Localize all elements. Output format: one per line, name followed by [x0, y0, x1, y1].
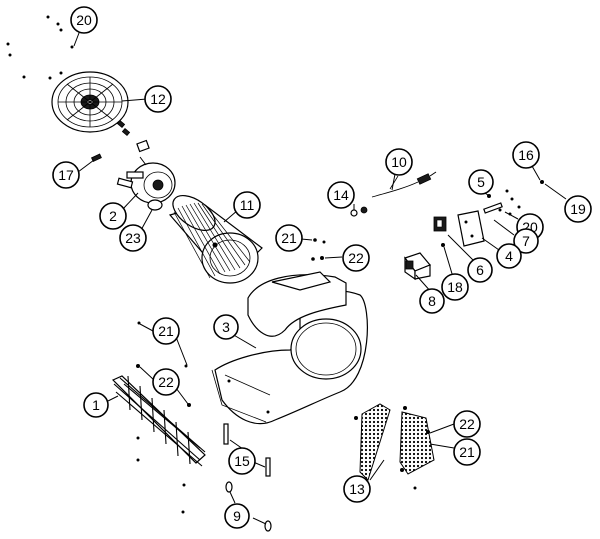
callout-1: 1	[83, 392, 109, 418]
callout-11: 11	[233, 191, 261, 219]
screw-17-part	[90, 153, 102, 163]
callout-label: 6	[476, 262, 484, 278]
screws-21-22-top	[311, 238, 326, 261]
callout-label: 20	[76, 12, 92, 28]
callout-label: 16	[518, 147, 534, 163]
callout-label: 11	[240, 197, 255, 213]
callout-21-left: 21	[152, 317, 180, 345]
callout-15: 15	[228, 447, 256, 475]
callout-label: 7	[522, 233, 530, 249]
callout-label: 2	[109, 208, 117, 224]
callout-2: 2	[99, 202, 127, 230]
callout-18: 18	[441, 273, 469, 301]
callout-label: 12	[150, 91, 166, 107]
callout-label: 21	[459, 444, 475, 460]
callout-7: 7	[513, 228, 539, 254]
blower-wheel-part	[168, 194, 263, 284]
callout-20-top: 20	[70, 6, 98, 34]
blower-housing-part	[211, 271, 368, 425]
callout-22-top: 22	[342, 244, 370, 272]
screws-21-22-left	[136, 321, 191, 514]
capacitor-part	[404, 252, 431, 281]
callout-label: 13	[349, 481, 365, 497]
callout-23: 23	[119, 224, 147, 252]
callout-label: 22	[158, 374, 174, 390]
callout-label: 1	[92, 397, 100, 413]
callout-16: 16	[512, 141, 540, 169]
callout-label: 10	[391, 154, 407, 170]
callout-label: 8	[428, 293, 436, 309]
callout-6: 6	[467, 257, 493, 283]
callout-3: 3	[213, 314, 239, 340]
callout-21-top: 21	[275, 224, 303, 252]
blower-blades	[173, 202, 251, 279]
callout-label: 5	[477, 174, 485, 190]
callout-label: 3	[222, 319, 230, 335]
callout-label: 22	[459, 416, 475, 432]
callout-10: 10	[385, 148, 413, 176]
loose-screws-top-left	[6, 15, 74, 80]
callout-22-right: 22	[453, 410, 481, 438]
power-cord-part	[371, 171, 437, 198]
callout-label: 14	[333, 187, 349, 203]
feet-9-part	[225, 481, 272, 532]
switch-plate-part	[457, 210, 485, 247]
callout-label: 15	[234, 453, 250, 469]
motor-part	[116, 139, 176, 211]
callout-8: 8	[419, 288, 445, 314]
filter-screen-part	[354, 403, 435, 490]
switch-part	[433, 216, 447, 247]
pins-15-part	[223, 423, 271, 477]
callout-19: 19	[564, 195, 592, 223]
callout-label: 17	[58, 167, 74, 183]
callout-13: 13	[343, 475, 371, 503]
callout-label: 21	[158, 323, 174, 339]
callout-label: 9	[233, 508, 241, 524]
callout-9: 9	[224, 503, 250, 529]
callout-label: 18	[447, 279, 463, 295]
callout-label: 22	[348, 250, 364, 266]
callout-label: 23	[125, 230, 141, 246]
callout-14: 14	[327, 181, 355, 209]
callout-17: 17	[52, 161, 80, 189]
callout-label: 19	[570, 201, 586, 217]
callout-4: 4	[496, 243, 522, 269]
callout-21-right: 21	[453, 438, 481, 466]
louver-grille-part	[111, 375, 206, 467]
callout-label: 4	[505, 248, 513, 264]
callout-5: 5	[468, 169, 494, 195]
callout-12: 12	[144, 85, 172, 113]
washer-14-part	[350, 206, 368, 217]
callout-label: 21	[281, 230, 297, 246]
motor-grille-part	[51, 71, 131, 137]
callout-22-left: 22	[152, 368, 180, 396]
